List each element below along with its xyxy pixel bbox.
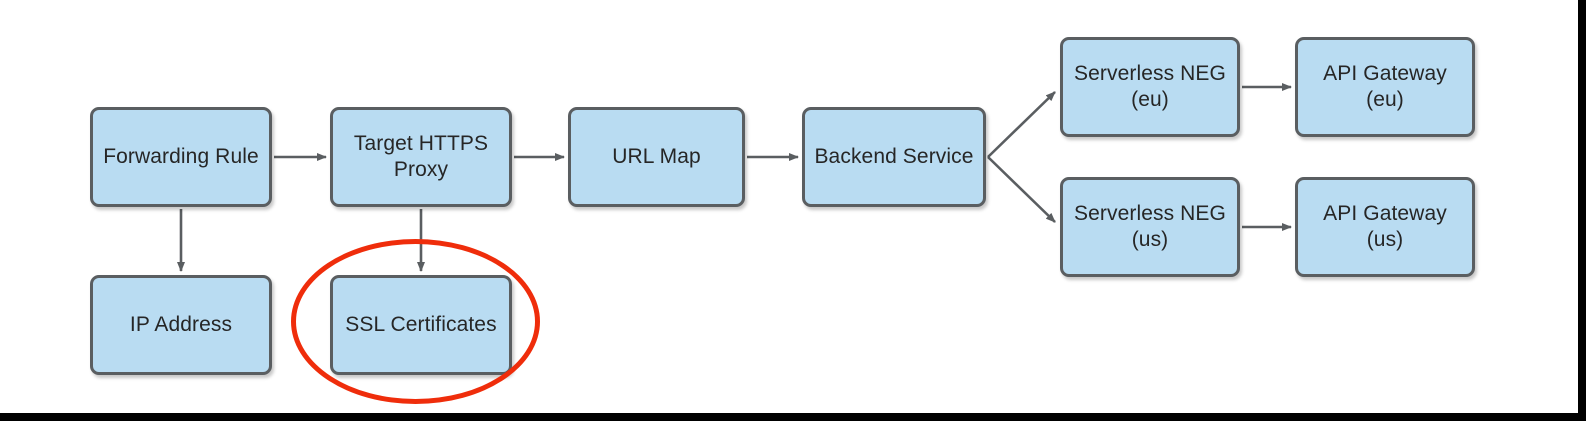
- node-api-gateway-eu[interactable]: API Gateway (eu): [1295, 37, 1475, 137]
- node-api-gateway-us[interactable]: API Gateway (us): [1295, 177, 1475, 277]
- edge-backend-to-neg-eu: [987, 91, 1056, 158]
- edge-backend-to-neg-us: [987, 156, 1056, 223]
- node-target-https-proxy[interactable]: Target HTTPS Proxy: [330, 107, 512, 207]
- node-ip-address[interactable]: IP Address: [90, 275, 272, 375]
- node-backend-service[interactable]: Backend Service: [802, 107, 986, 207]
- node-ssl-certificates[interactable]: SSL Certificates: [330, 275, 512, 375]
- node-url-map[interactable]: URL Map: [568, 107, 745, 207]
- node-serverless-neg-eu[interactable]: Serverless NEG (eu): [1060, 37, 1240, 137]
- node-serverless-neg-us[interactable]: Serverless NEG (us): [1060, 177, 1240, 277]
- node-forwarding-rule[interactable]: Forwarding Rule: [90, 107, 272, 207]
